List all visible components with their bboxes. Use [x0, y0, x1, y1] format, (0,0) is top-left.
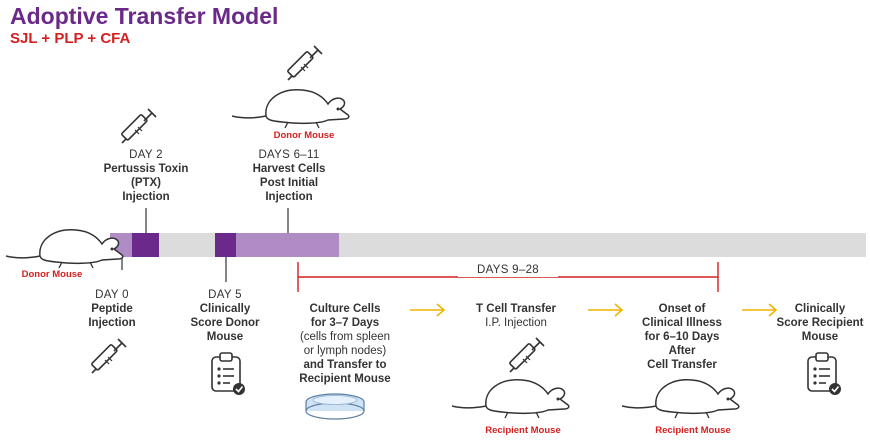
- step-culture-label: Culture Cells for 3–7 Days (cells from s…: [299, 303, 391, 385]
- mouse-icon: [5, 229, 124, 269]
- mouse-icon: [621, 379, 740, 419]
- timeline-segment-day2: [132, 233, 159, 257]
- timeline-segment-day5: [215, 233, 236, 257]
- days-bracket: [297, 262, 719, 292]
- clipboard-check-icon: [807, 352, 842, 396]
- syringe-icon: [90, 338, 127, 374]
- step-score-recipient-label: Clinically Score Recipient Mouse: [776, 303, 864, 343]
- mouse-icon: [231, 89, 350, 129]
- donor-mouse-label: Donor Mouse: [273, 130, 335, 141]
- step-day0-label: DAY 0 Peptide Injection: [88, 289, 136, 329]
- syringe-icon: [508, 337, 545, 373]
- recipient-mouse-label: Recipient Mouse: [655, 425, 731, 436]
- page-subtitle: SJL + PLP + CFA: [10, 30, 131, 47]
- clipboard-check-icon: [211, 352, 246, 396]
- donor-mouse-label: Donor Mouse: [21, 269, 83, 280]
- timeline-segment-harvest: [236, 233, 339, 257]
- page-title: Adoptive Transfer Model: [10, 3, 279, 29]
- syringe-icon: [286, 45, 323, 81]
- step-day5-label: DAY 5 Clinically Score Donor Mouse: [190, 289, 260, 343]
- step-harvest-label: DAYS 6–11 Harvest Cells Post Initial Inj…: [252, 149, 326, 203]
- step-day2-label: DAY 2 Pertussis Toxin (PTX) Injection: [103, 149, 189, 203]
- mouse-icon: [451, 379, 570, 419]
- flow-arrows: [410, 303, 778, 317]
- step-transfer-label: T Cell Transfer I.P. Injection: [476, 303, 556, 329]
- days-range-label: DAYS 9–28: [458, 263, 558, 277]
- recipient-mouse-label: Recipient Mouse: [485, 425, 561, 436]
- syringe-icon: [120, 108, 157, 144]
- petri-dish-icon: [305, 393, 365, 420]
- step-onset-label: Onset of Clinical Illness for 6–10 Days …: [642, 303, 722, 371]
